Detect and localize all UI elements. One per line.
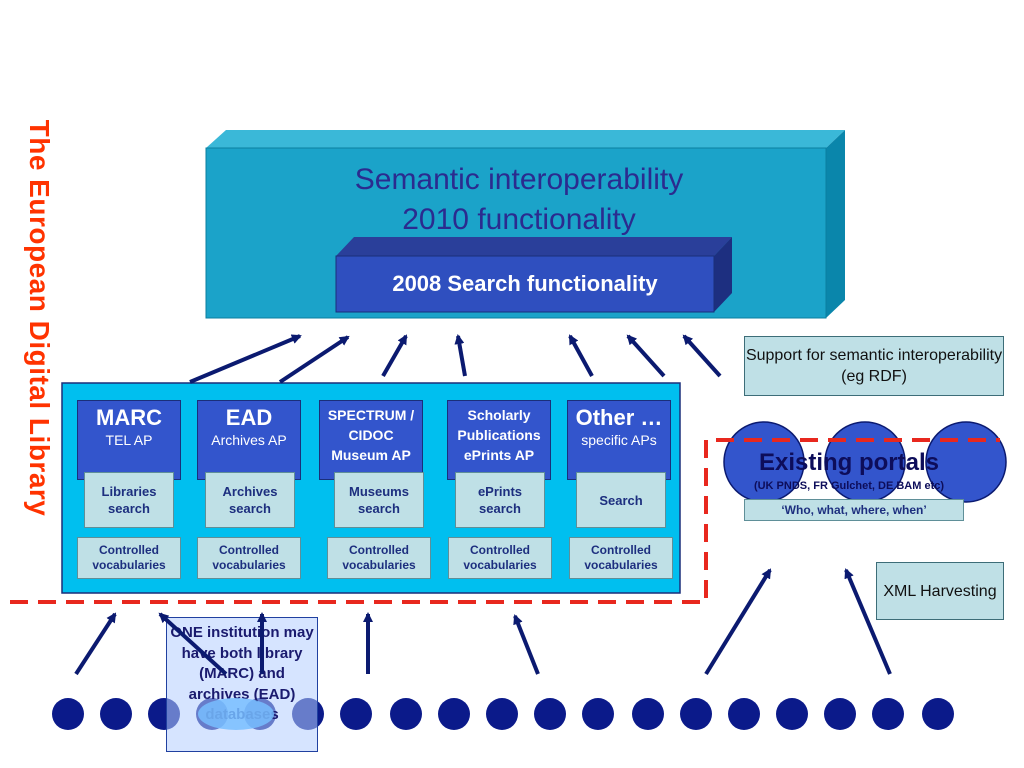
search-box-museums: Museums search	[334, 472, 424, 528]
top-box-title: Semantic interoperability 2010 functiona…	[206, 160, 832, 240]
column-head-title: Scholarly Publications ePrints AP	[457, 407, 541, 463]
arrow-up	[278, 335, 350, 384]
source-dot	[52, 698, 84, 730]
column-head-ead: EAD Archives AP	[197, 400, 301, 480]
arrow-up	[844, 568, 892, 675]
column-head-other: Other … specific APs	[567, 400, 671, 480]
source-dot	[680, 698, 712, 730]
portals-tagline: ‘Who, what, where, when’	[744, 499, 964, 521]
top-box-line2: 2010 functionality	[402, 203, 636, 236]
arrow-up	[454, 334, 467, 377]
source-dot	[100, 698, 132, 730]
source-dot	[390, 698, 422, 730]
arrow-up	[74, 612, 117, 676]
source-dot	[824, 698, 856, 730]
top-box-side-face	[826, 130, 845, 318]
arrow-up	[381, 334, 408, 377]
search-box-archives: Archives search	[205, 472, 295, 528]
search-box-other: Search	[576, 472, 666, 528]
arrow-up	[568, 334, 594, 377]
search-box-libraries: Libraries search	[84, 472, 174, 528]
arrow-up	[704, 568, 772, 676]
source-dot	[872, 698, 904, 730]
arrow-up	[189, 334, 302, 384]
source-dot	[438, 698, 470, 730]
column-head-title: Other …	[575, 405, 663, 430]
column-head-marc: MARC TEL AP	[77, 400, 181, 480]
vocab-box: Controlled vocabularies	[327, 537, 431, 579]
source-dot	[728, 698, 760, 730]
column-head-title: MARC	[96, 405, 162, 430]
vocab-box: Controlled vocabularies	[197, 537, 301, 579]
portals-title: Existing portals	[758, 449, 940, 476]
search-box-eprints: ePrints search	[455, 472, 545, 528]
arrow-up	[626, 334, 666, 378]
vocab-box: Controlled vocabularies	[448, 537, 552, 579]
source-dot	[582, 698, 614, 730]
search-functionality-label: 2008 Search functionality	[392, 271, 658, 296]
column-head-subtitle: Archives AP	[211, 432, 287, 448]
dashed-boundary	[10, 438, 1000, 604]
source-dot	[632, 698, 664, 730]
top-box-top-face	[206, 130, 845, 148]
semantic-support-note: Support for semantic interoperability (e…	[744, 336, 1004, 396]
source-dot	[340, 698, 372, 730]
column-head-scholarly: Scholarly Publications ePrints AP	[447, 400, 551, 480]
vocab-box: Controlled vocabularies	[569, 537, 673, 579]
arrow-up	[158, 612, 228, 676]
source-dot	[922, 698, 954, 730]
source-dot	[534, 698, 566, 730]
search-box-top-face	[336, 237, 732, 256]
source-dot	[486, 698, 518, 730]
source-dot	[776, 698, 808, 730]
column-head-subtitle: specific APs	[581, 432, 657, 448]
column-head-title: EAD	[225, 405, 273, 430]
portals-subtitle: (UK PNDS, FR Gulchet, DE BAM etc)	[753, 480, 945, 492]
column-head-spectrum: SPECTRUM / CIDOC Museum AP	[319, 400, 423, 480]
top-box-line1: Semantic interoperability	[354, 163, 684, 196]
arrow-up	[682, 334, 722, 378]
search-box-side-face	[714, 237, 732, 312]
column-head-title: SPECTRUM / CIDOC Museum AP	[327, 407, 415, 463]
arrow-up	[513, 614, 540, 675]
xml-harvesting-note: XML Harvesting	[876, 562, 1004, 620]
institution-highlight	[198, 698, 274, 730]
column-head-subtitle: TEL AP	[105, 432, 153, 448]
search-box-front-face	[335, 255, 715, 313]
vocab-box: Controlled vocabularies	[77, 537, 181, 579]
